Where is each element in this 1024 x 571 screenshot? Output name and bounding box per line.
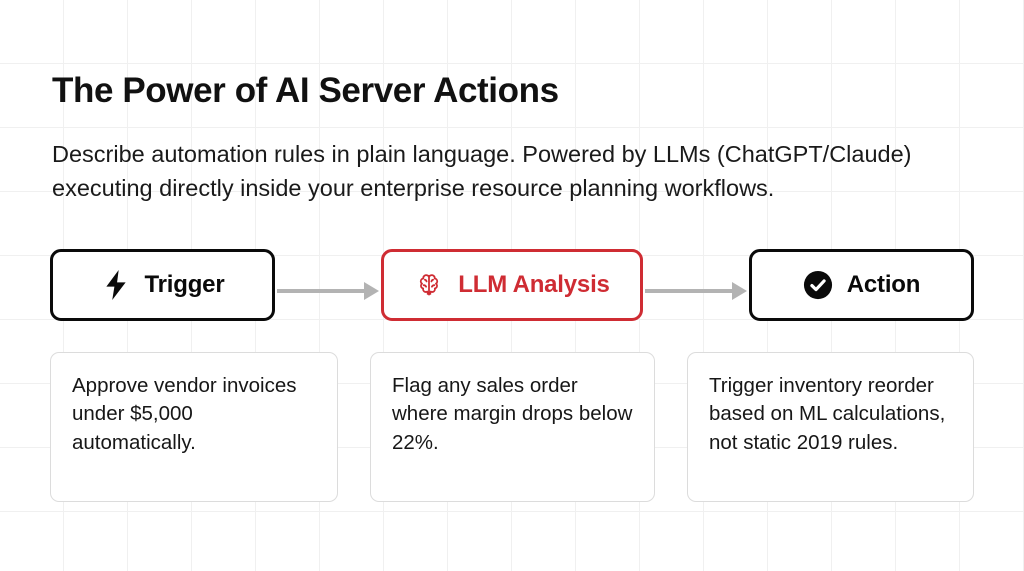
flow-node-trigger[interactable]: Trigger xyxy=(50,249,275,321)
example-card: Flag any sales order where margin drops … xyxy=(370,352,655,502)
example-card-text: Approve vendor invoices under $5,000 aut… xyxy=(72,374,297,454)
flow-node-llm-analysis-label: LLM Analysis xyxy=(458,271,610,298)
brain-icon xyxy=(414,270,444,300)
flow-node-action-label: Action xyxy=(846,271,921,298)
example-card-text: Trigger inventory reorder based on ML ca… xyxy=(709,374,946,454)
example-card-text: Flag any sales order where margin drops … xyxy=(392,374,633,454)
connector-shaft xyxy=(645,289,732,293)
example-card: Approve vendor invoices under $5,000 aut… xyxy=(50,352,338,502)
connector-arrowhead xyxy=(732,282,747,300)
arrow-right-icon xyxy=(645,282,747,300)
arrow-right-icon xyxy=(277,282,379,300)
flow-node-llm-analysis[interactable]: LLM Analysis xyxy=(381,249,643,321)
page-subtitle: Describe automation rules in plain langu… xyxy=(52,140,912,202)
connector-shaft xyxy=(277,289,364,293)
lightning-bolt-icon xyxy=(101,270,131,300)
page-title: The Power of AI Server Actions xyxy=(52,71,559,111)
workflow-diagram: Trigger LLM Analysis xyxy=(50,249,974,323)
example-card: Trigger inventory reorder based on ML ca… xyxy=(687,352,974,502)
flow-node-action[interactable]: Action xyxy=(749,249,974,321)
flow-node-trigger-label: Trigger xyxy=(144,271,225,298)
check-circle-icon xyxy=(803,270,833,300)
example-cards-row: Approve vendor invoices under $5,000 aut… xyxy=(50,352,974,502)
connector-arrowhead xyxy=(364,282,379,300)
